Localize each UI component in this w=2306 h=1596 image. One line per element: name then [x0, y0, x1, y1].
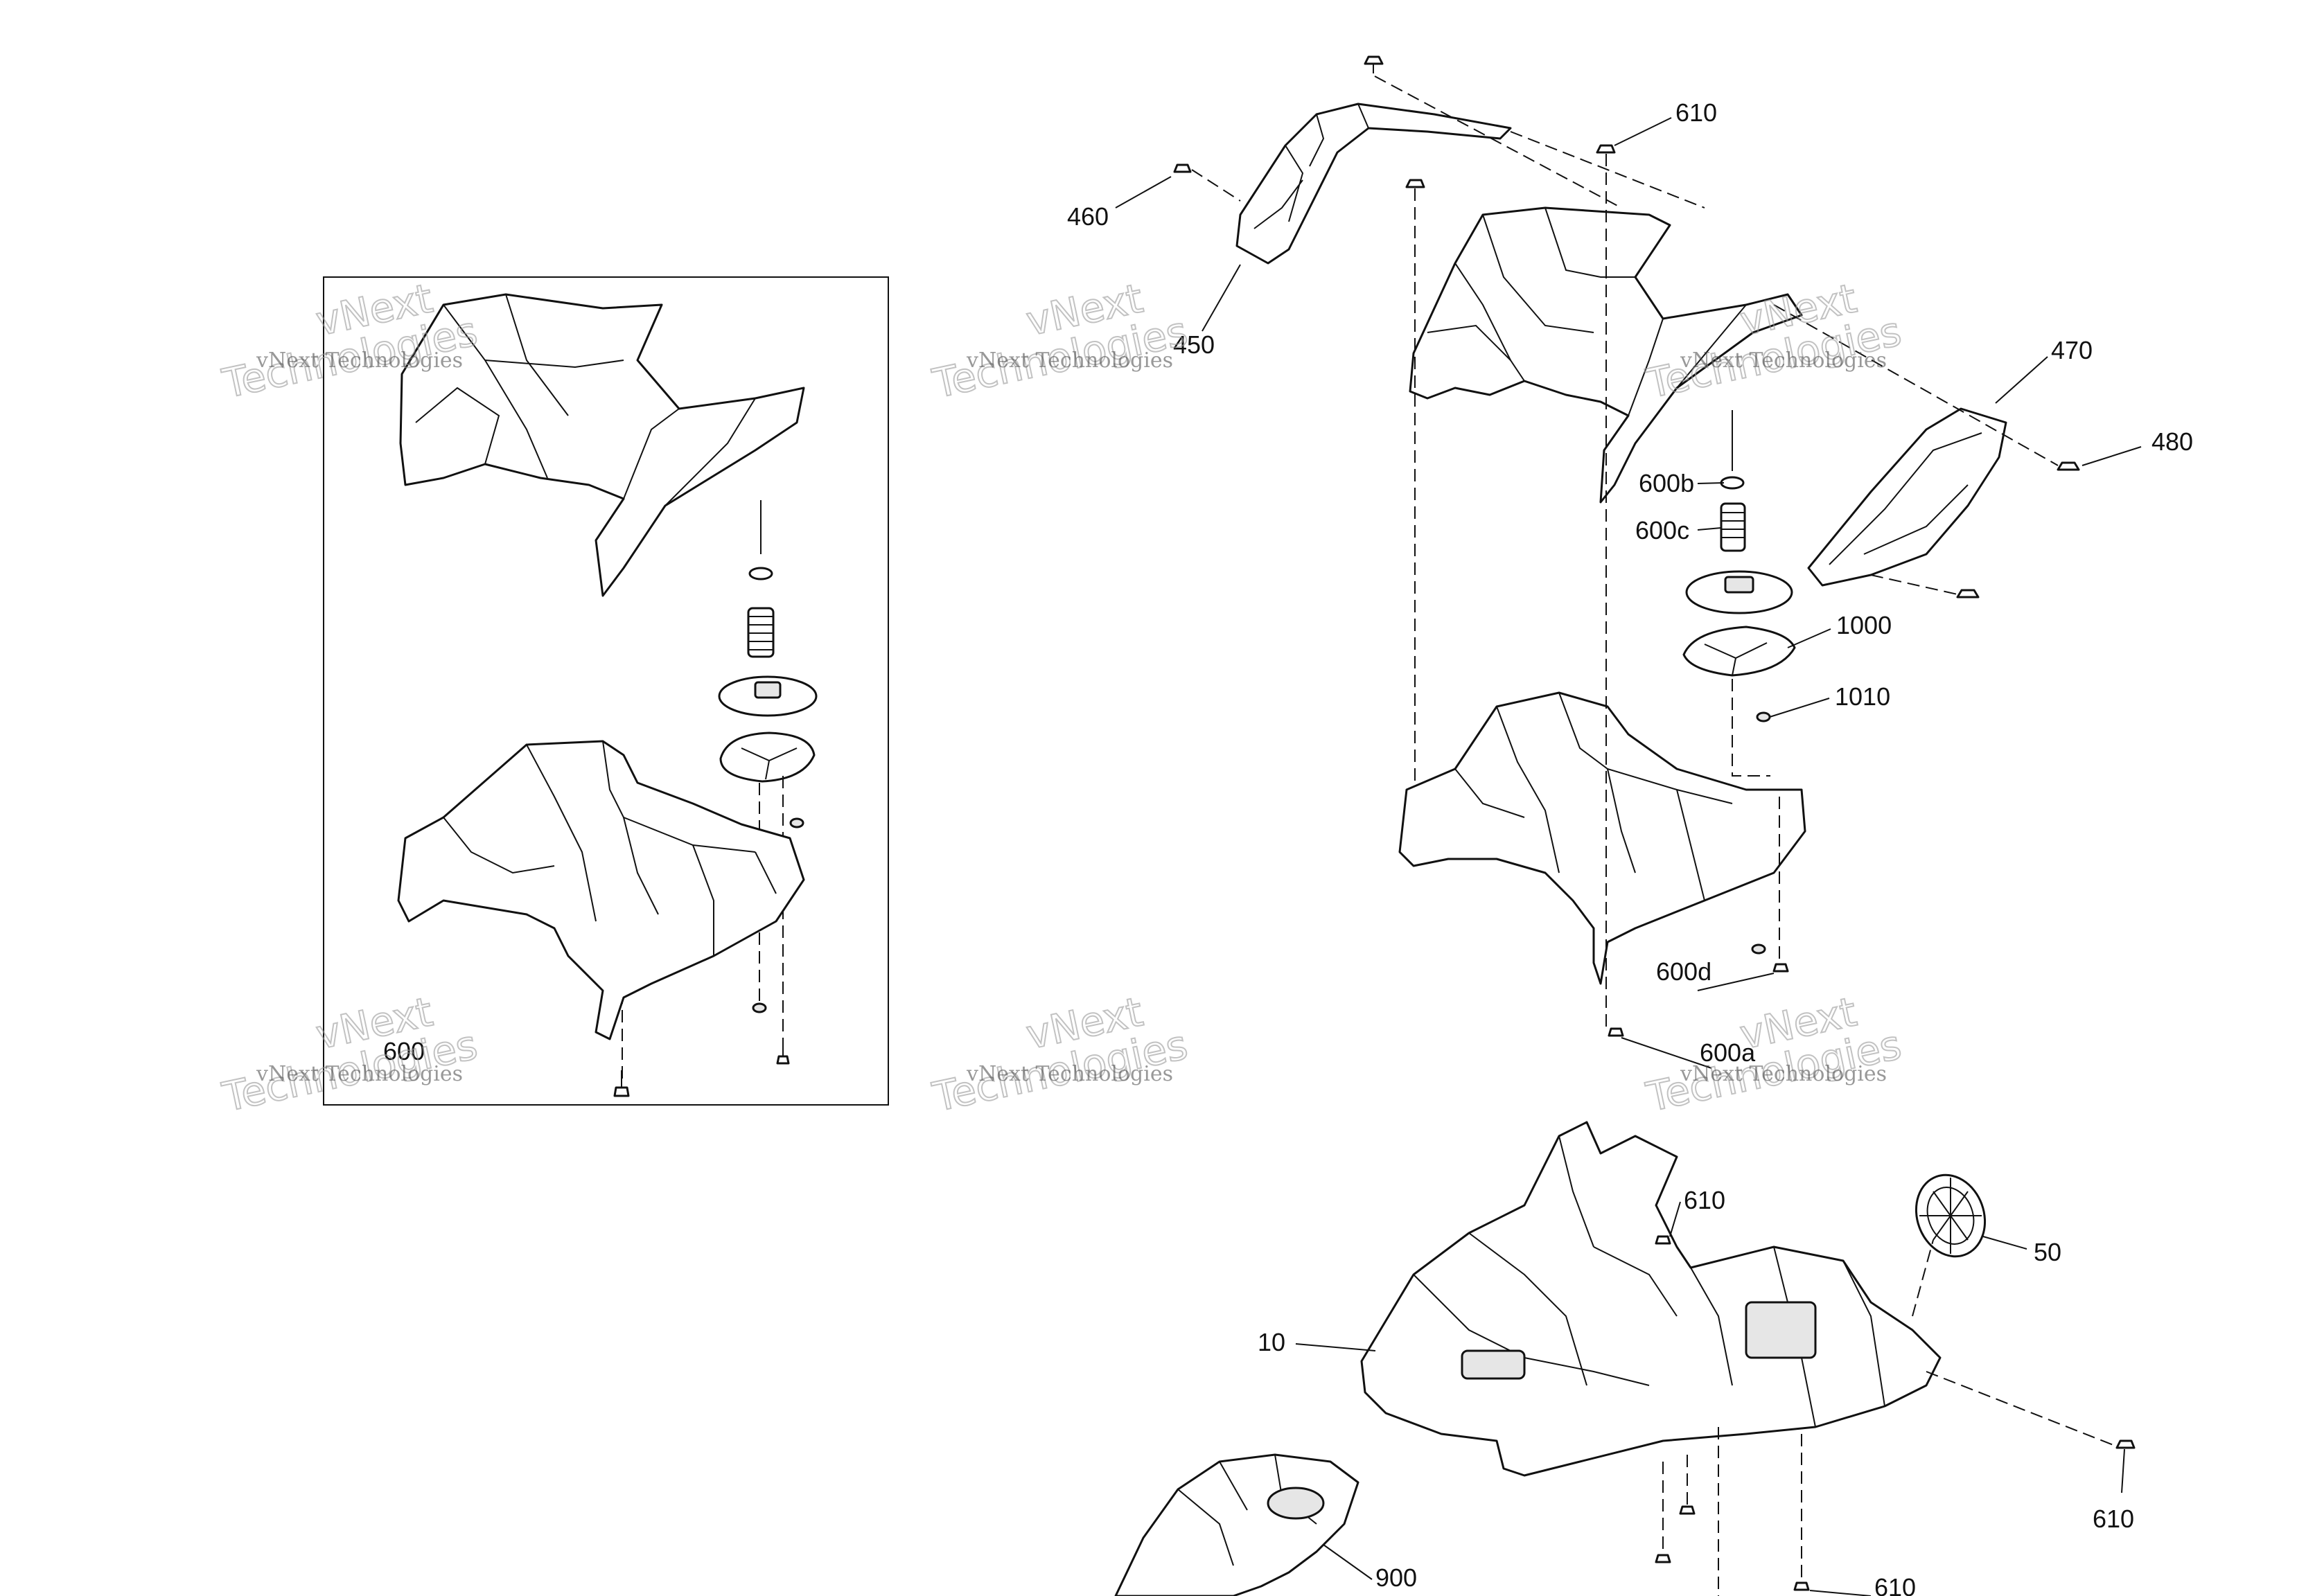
svg-text:vNext Technologies: vNext Technologies: [1680, 1062, 1887, 1086]
inset-lower-bracket: [397, 740, 805, 1040]
main-hardware-stack: [1682, 410, 1796, 955]
callout-600d: 600d: [1656, 957, 1711, 986]
callout-900: 900: [1375, 1563, 1417, 1592]
svg-text:vNext Technologies: vNext Technologies: [966, 348, 1173, 373]
filter-cap-50: [1915, 1173, 1987, 1258]
callout-600c: 600c: [1635, 516, 1689, 544]
main-upper-bracket: [1409, 206, 1803, 504]
callout-610-bottom: 610: [1874, 1573, 1916, 1596]
callout-470: 470: [2051, 336, 2093, 364]
callout-600: 600: [383, 1037, 425, 1065]
cover-470: [1807, 407, 2007, 587]
callout-610-top: 610: [1675, 98, 1717, 127]
watermark-mid-left: vNext Technologies vNext Technologies: [218, 987, 482, 1121]
callout-10: 10: [1258, 1328, 1285, 1356]
callout-600a: 600a: [1700, 1038, 1756, 1067]
watermark-mid-center: vNext Technologies vNext Technologies: [928, 987, 1192, 1121]
callout-610-mid: 610: [1684, 1186, 1725, 1214]
callout-480: 480: [2151, 427, 2193, 456]
svg-text:vNext Technologies: vNext Technologies: [256, 1062, 463, 1086]
callout-450: 450: [1173, 330, 1215, 359]
airbox-10: [1360, 1121, 1942, 1477]
svg-text:vNext Technologies: vNext Technologies: [966, 1062, 1173, 1086]
callout-610-right: 610: [2093, 1505, 2134, 1533]
assembly-600-frame: [323, 276, 889, 1106]
main-lower-bracket: [1398, 691, 1806, 985]
callout-1010: 1010: [1835, 682, 1890, 711]
main-fasteners: [1173, 55, 2080, 1037]
duct-900: [1114, 1453, 1359, 1596]
inset-upper-bracket: [399, 293, 805, 597]
inset-hardware-stack: [613, 500, 818, 1097]
leader-lines: [1115, 117, 2142, 1596]
callout-460: 460: [1067, 202, 1109, 231]
callout-600b: 600b: [1639, 469, 1694, 497]
watermark-top-center: vNext Technologies vNext Technologies: [928, 274, 1192, 408]
watermark-mid-right: vNext Technologies vNext Technologies: [1642, 987, 1906, 1121]
deflector-450: [1235, 103, 1512, 265]
callout-50: 50: [2034, 1238, 2061, 1266]
callout-labels: 460 450 610 470 480 600b 600c 1000 1010 …: [383, 98, 2193, 1596]
svg-text:vNext Technologies: vNext Technologies: [1680, 348, 1887, 373]
callout-1000: 1000: [1836, 611, 1892, 639]
svg-text:vNext Technologies: vNext Technologies: [256, 348, 463, 373]
bottom-fasteners: [1655, 1235, 2136, 1596]
